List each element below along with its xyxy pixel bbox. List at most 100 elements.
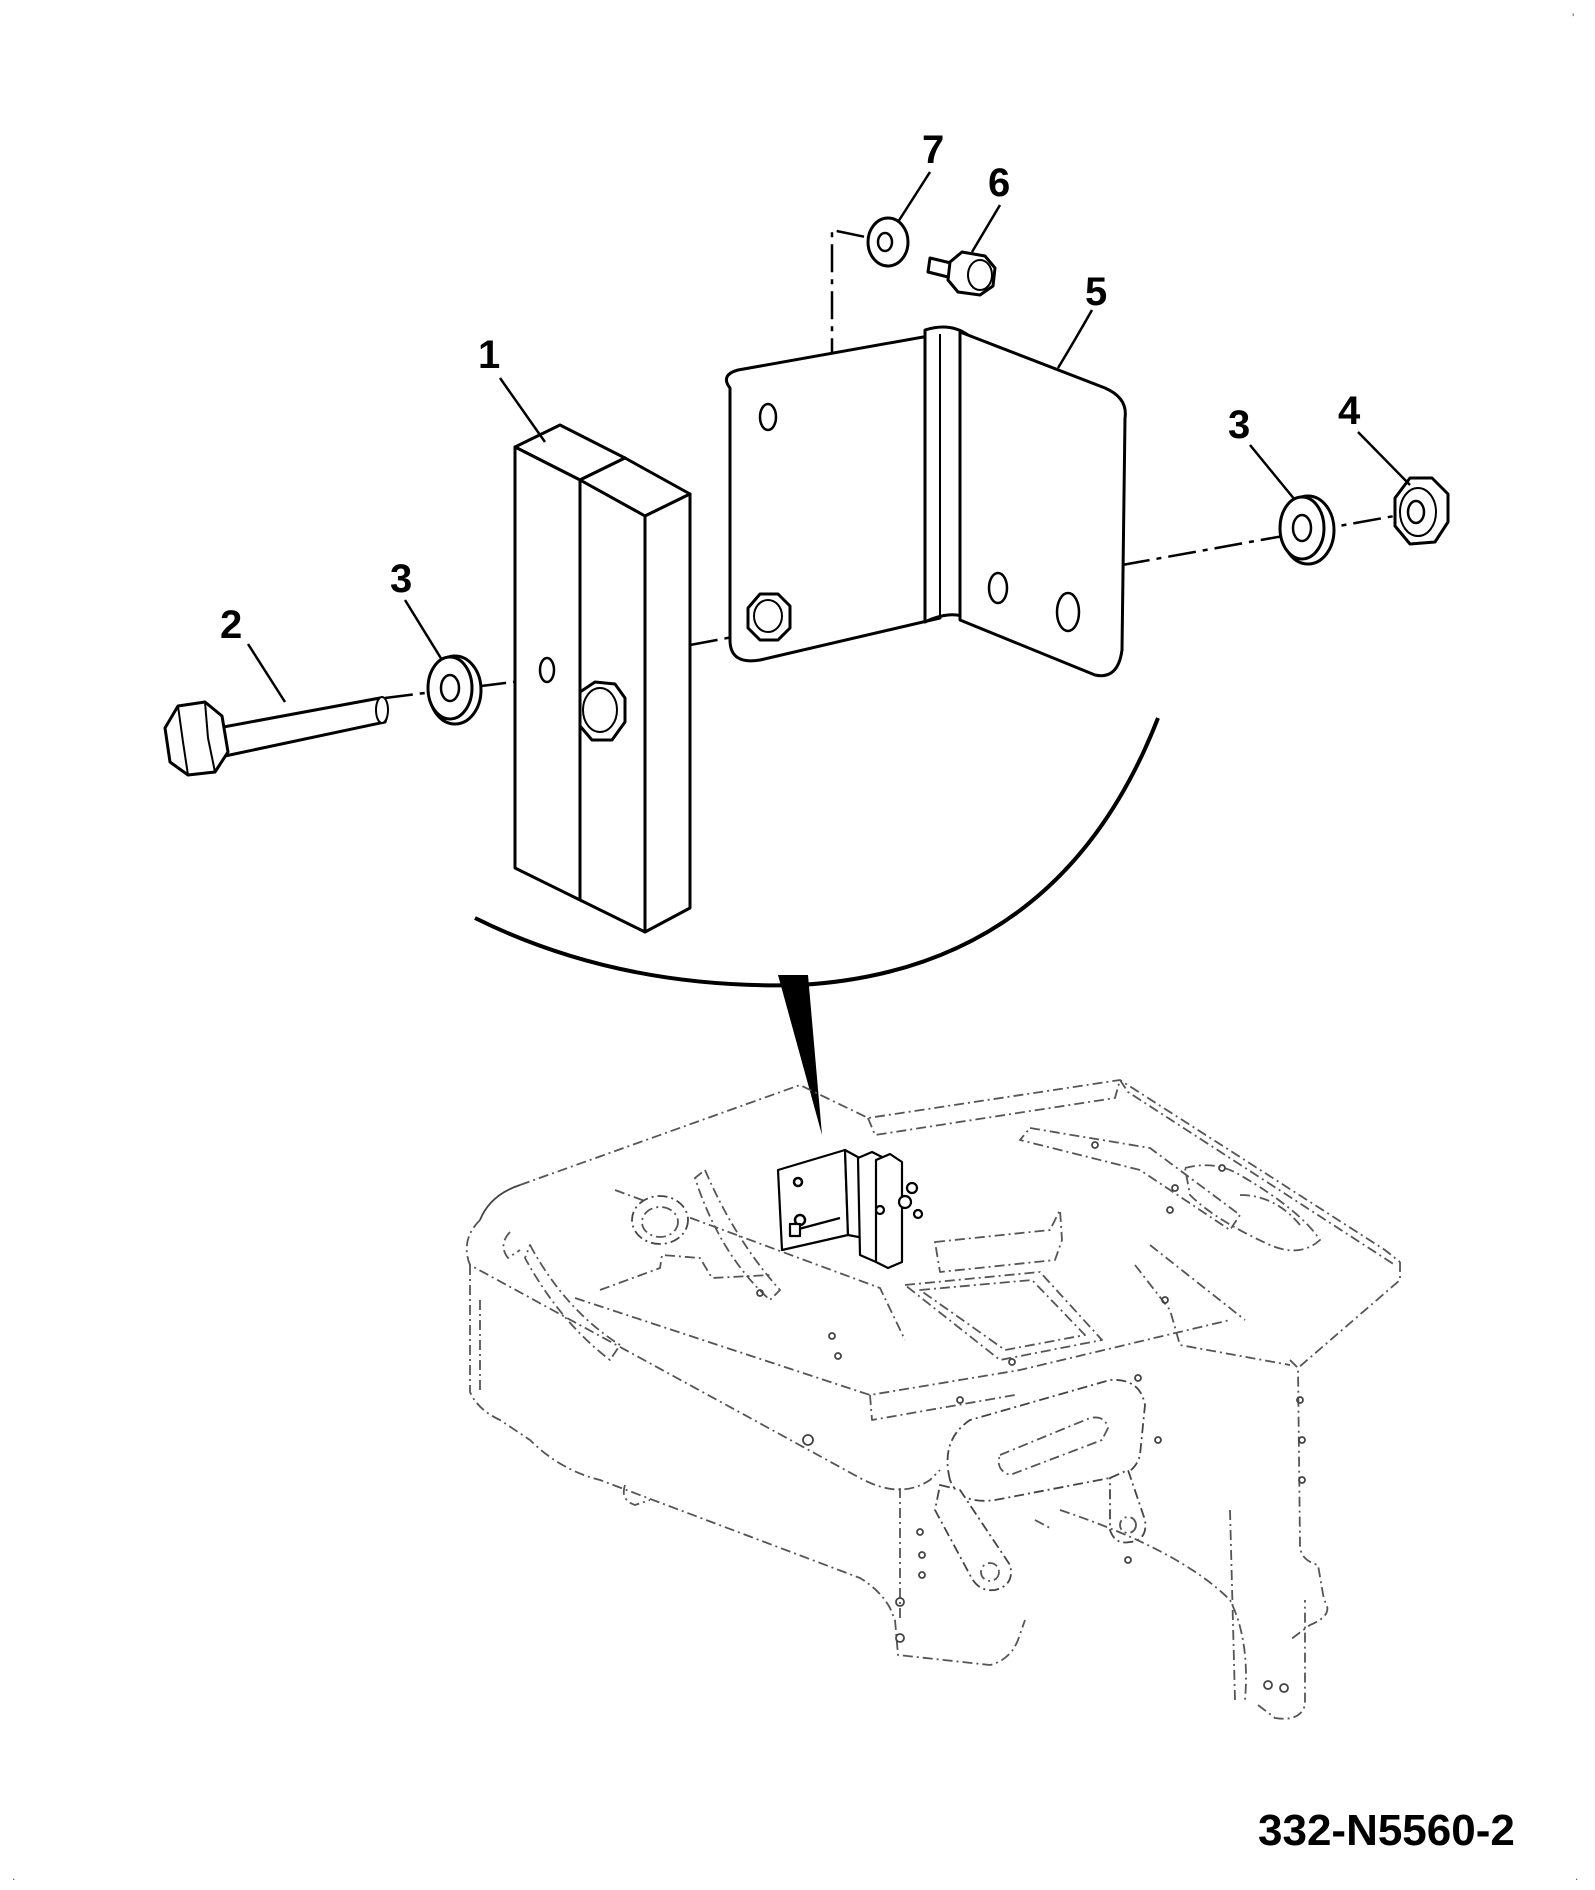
leader-6	[970, 204, 1002, 253]
frame-holes	[756, 1141, 1306, 1693]
small-washer-hole	[876, 231, 894, 253]
frame-hitch-pin-right	[1119, 1516, 1137, 1534]
frame-right-inner-wall	[1229, 1509, 1236, 1701]
washer-right-hole	[1291, 513, 1313, 543]
frame-left-rib	[524, 1244, 621, 1361]
frame-hitch-plate	[946, 1379, 1146, 1502]
detail-view-boundary	[474, 717, 1160, 1135]
frame-rear-oval	[1184, 1164, 1321, 1252]
mini-nut-1	[897, 1194, 913, 1210]
frame-floor-line-2	[614, 1189, 906, 1341]
frame-rear-oval-2	[1239, 1194, 1301, 1226]
bolt-hex-edge-2	[177, 705, 189, 776]
spacer-block-front-side	[643, 492, 692, 934]
frame-center-opening-inner	[919, 1279, 1086, 1351]
mini-bolt	[794, 1216, 841, 1232]
centerline-screw	[771, 228, 881, 445]
detail-pointer	[778, 975, 822, 1135]
detail-arc	[474, 717, 1160, 988]
svg-text:.: .	[1575, 1869, 1578, 1883]
mini-bolt-head	[788, 1222, 802, 1238]
centerline-bolt	[384, 676, 546, 700]
frame-floor-line-1	[574, 1297, 1231, 1396]
nut-hole	[1406, 499, 1426, 525]
centerline-bracket-nut	[1121, 513, 1401, 567]
leader-7	[896, 171, 932, 223]
drawing-number: 332-N5560-2	[1258, 1806, 1515, 1855]
part-4-hex-nut	[1393, 476, 1450, 546]
bolt-shank-tip	[375, 696, 389, 724]
bracket-bolt-face	[753, 599, 783, 633]
spacer-block-hole	[538, 656, 556, 684]
part-3-washer-left	[426, 654, 483, 726]
washer-left-hole	[439, 673, 461, 703]
frame-top-rear	[519, 1079, 1401, 1263]
chassis-frame	[465, 1079, 1401, 1720]
leader-2	[246, 643, 287, 703]
frame-bottom-foot-right	[1034, 1519, 1051, 1529]
frame-left-rib-2	[694, 1169, 781, 1301]
part-7-small-washer	[866, 216, 910, 268]
part-5-bracket	[724, 325, 1127, 678]
callout-4: 4	[1338, 389, 1361, 433]
installed-assembly-mini	[776, 1148, 924, 1270]
frame-round-boss-hole	[641, 1206, 679, 1238]
frame-inner-divider-2	[1149, 1244, 1246, 1321]
mini-block-front	[874, 1152, 904, 1270]
part-1-spacer-blocks	[513, 423, 692, 934]
leader-3-right	[1249, 444, 1296, 501]
mini-bracket-left	[776, 1148, 850, 1252]
frame-floor-line-3	[869, 1394, 1016, 1421]
part-6-cap-screw	[926, 250, 997, 297]
frame-top-front	[465, 1219, 941, 1491]
bracket-hole-lower	[987, 571, 1009, 605]
callout-7: 7	[922, 128, 944, 172]
bolt-shank	[216, 696, 389, 758]
bracket-hole-right	[1055, 591, 1081, 633]
bracket-hole-upper	[758, 402, 778, 432]
spacer-block-bolt-face	[582, 687, 618, 733]
frame-center-opening	[904, 1271, 1103, 1361]
frame-right-top-edge	[1297, 1262, 1401, 1369]
part-2-hex-bolt	[163, 696, 389, 777]
frame-rear-right-step	[1119, 1079, 1396, 1266]
svg-text:.: .	[12, 1869, 15, 1883]
frame-hitch-pin-left	[980, 1562, 1000, 1582]
frame-center-bracket	[934, 1209, 1063, 1273]
frame-hitch-arm-right	[1109, 1469, 1147, 1544]
leader-4	[1357, 431, 1411, 486]
mini-nut-4	[874, 1204, 886, 1216]
frame-inner-divider	[1134, 1264, 1291, 1366]
cap-screw-face	[967, 259, 993, 291]
mini-nut-2	[905, 1181, 919, 1195]
callout-2: 2	[220, 603, 242, 647]
callout-3-right: 3	[1228, 403, 1250, 447]
leader-1	[498, 377, 547, 443]
frame-bottom-foot-left	[622, 1484, 651, 1506]
frame-hitch-slot	[997, 1416, 1109, 1476]
frame-left-wall	[469, 1265, 896, 1621]
corner-marks: ' . .	[12, 11, 1578, 1883]
leader-lines	[246, 171, 1411, 703]
frame-rear-right-wall	[867, 1079, 1121, 1136]
leader-3-left	[403, 599, 444, 661]
bracket-right-plate	[958, 330, 1127, 678]
frame-right-wall	[1289, 1359, 1329, 1641]
callout-5: 5	[1085, 270, 1107, 314]
callout-labels: 1 2 3 3 4 5 6 7	[220, 128, 1361, 647]
frame-left-upper	[502, 1231, 521, 1259]
mini-nut-3	[912, 1208, 924, 1220]
frame-left-bracket	[599, 1254, 771, 1291]
mini-bracket-hole-1	[792, 1176, 804, 1188]
frame-right-lower	[1257, 1600, 1306, 1720]
frame-left-corner	[479, 1184, 521, 1221]
part-3-washer-right	[1278, 494, 1336, 566]
bolt-hex-head	[163, 700, 230, 777]
frame-rear-slot	[1019, 1127, 1241, 1231]
bolt-hex-edge	[204, 701, 216, 773]
svg-text:': '	[1572, 11, 1574, 25]
callout-3-left: 3	[390, 557, 412, 601]
frame-front-cutout	[1059, 1509, 1247, 1701]
leader-5	[1056, 309, 1094, 369]
